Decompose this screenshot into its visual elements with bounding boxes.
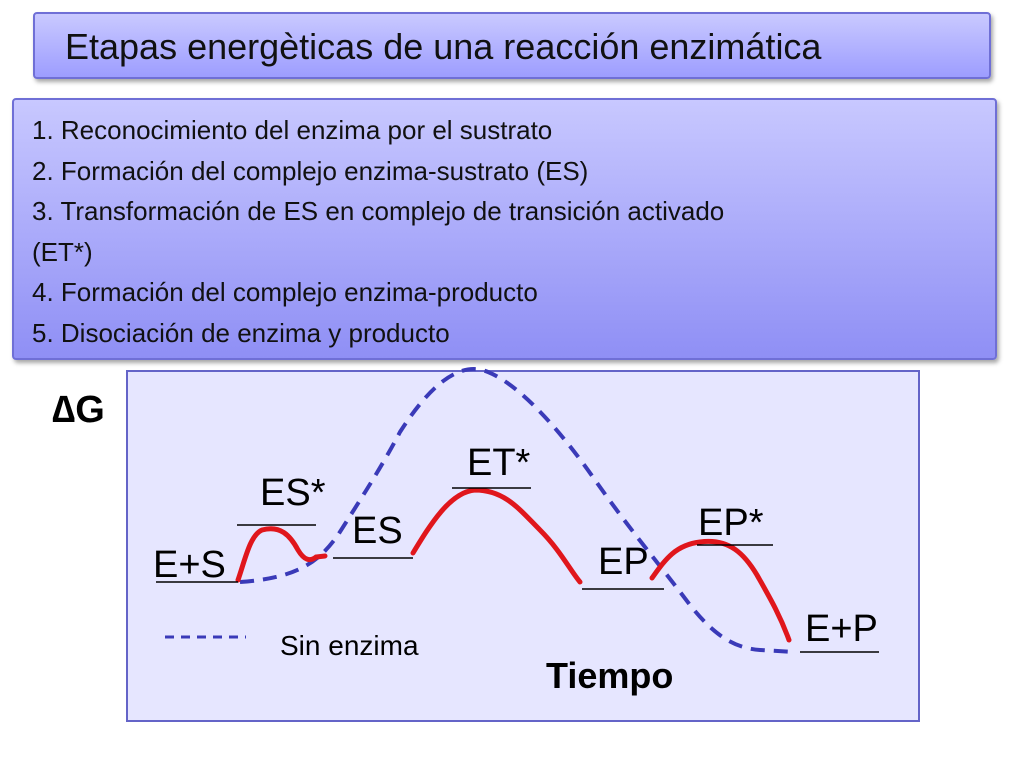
title-banner: Etapas energèticas de una reacción enzim…	[33, 12, 991, 79]
energy-levels	[156, 487, 879, 653]
catalyzed-curve-es-star	[235, 526, 328, 583]
label-ep-star: EP*	[698, 502, 764, 544]
energy-diagram-panel	[126, 370, 920, 722]
steps-panel: 1. Reconocimiento del enzima por el sust…	[12, 98, 997, 360]
step-item: (ET*)	[32, 236, 93, 267]
uncatalyzed-curve	[239, 367, 796, 654]
y-axis-label: ∆G	[52, 389, 105, 431]
label-et-star: ET*	[467, 442, 531, 484]
step-item: 4. Formación del complejo enzima-product…	[32, 277, 538, 307]
step-item: 5. Disociación de enzima y producto	[32, 317, 450, 348]
label-es-star: ES*	[260, 472, 326, 514]
legend-label: Sin enzima	[280, 630, 419, 661]
label-es: ES	[352, 510, 403, 552]
catalyzed-curve-et-star	[410, 487, 583, 585]
catalyzed-curve-ep-star	[649, 538, 792, 643]
step-item: 2. Formación del complejo enzima-sustrat…	[32, 155, 589, 186]
label-e-p: E+P	[805, 608, 878, 650]
step-item: 3. Transformación de ES en complejo de t…	[32, 196, 725, 226]
x-axis-label: Tiempo	[546, 655, 673, 696]
step-item: 1. Reconocimiento del enzima por el sust…	[32, 115, 553, 145]
page-title: Etapas energèticas de una reacción enzim…	[65, 26, 822, 67]
label-ep: EP	[598, 541, 649, 583]
label-e-s: E+S	[153, 544, 226, 586]
steps-list: 1. Reconocimiento del enzima por el sust…	[14, 100, 995, 353]
